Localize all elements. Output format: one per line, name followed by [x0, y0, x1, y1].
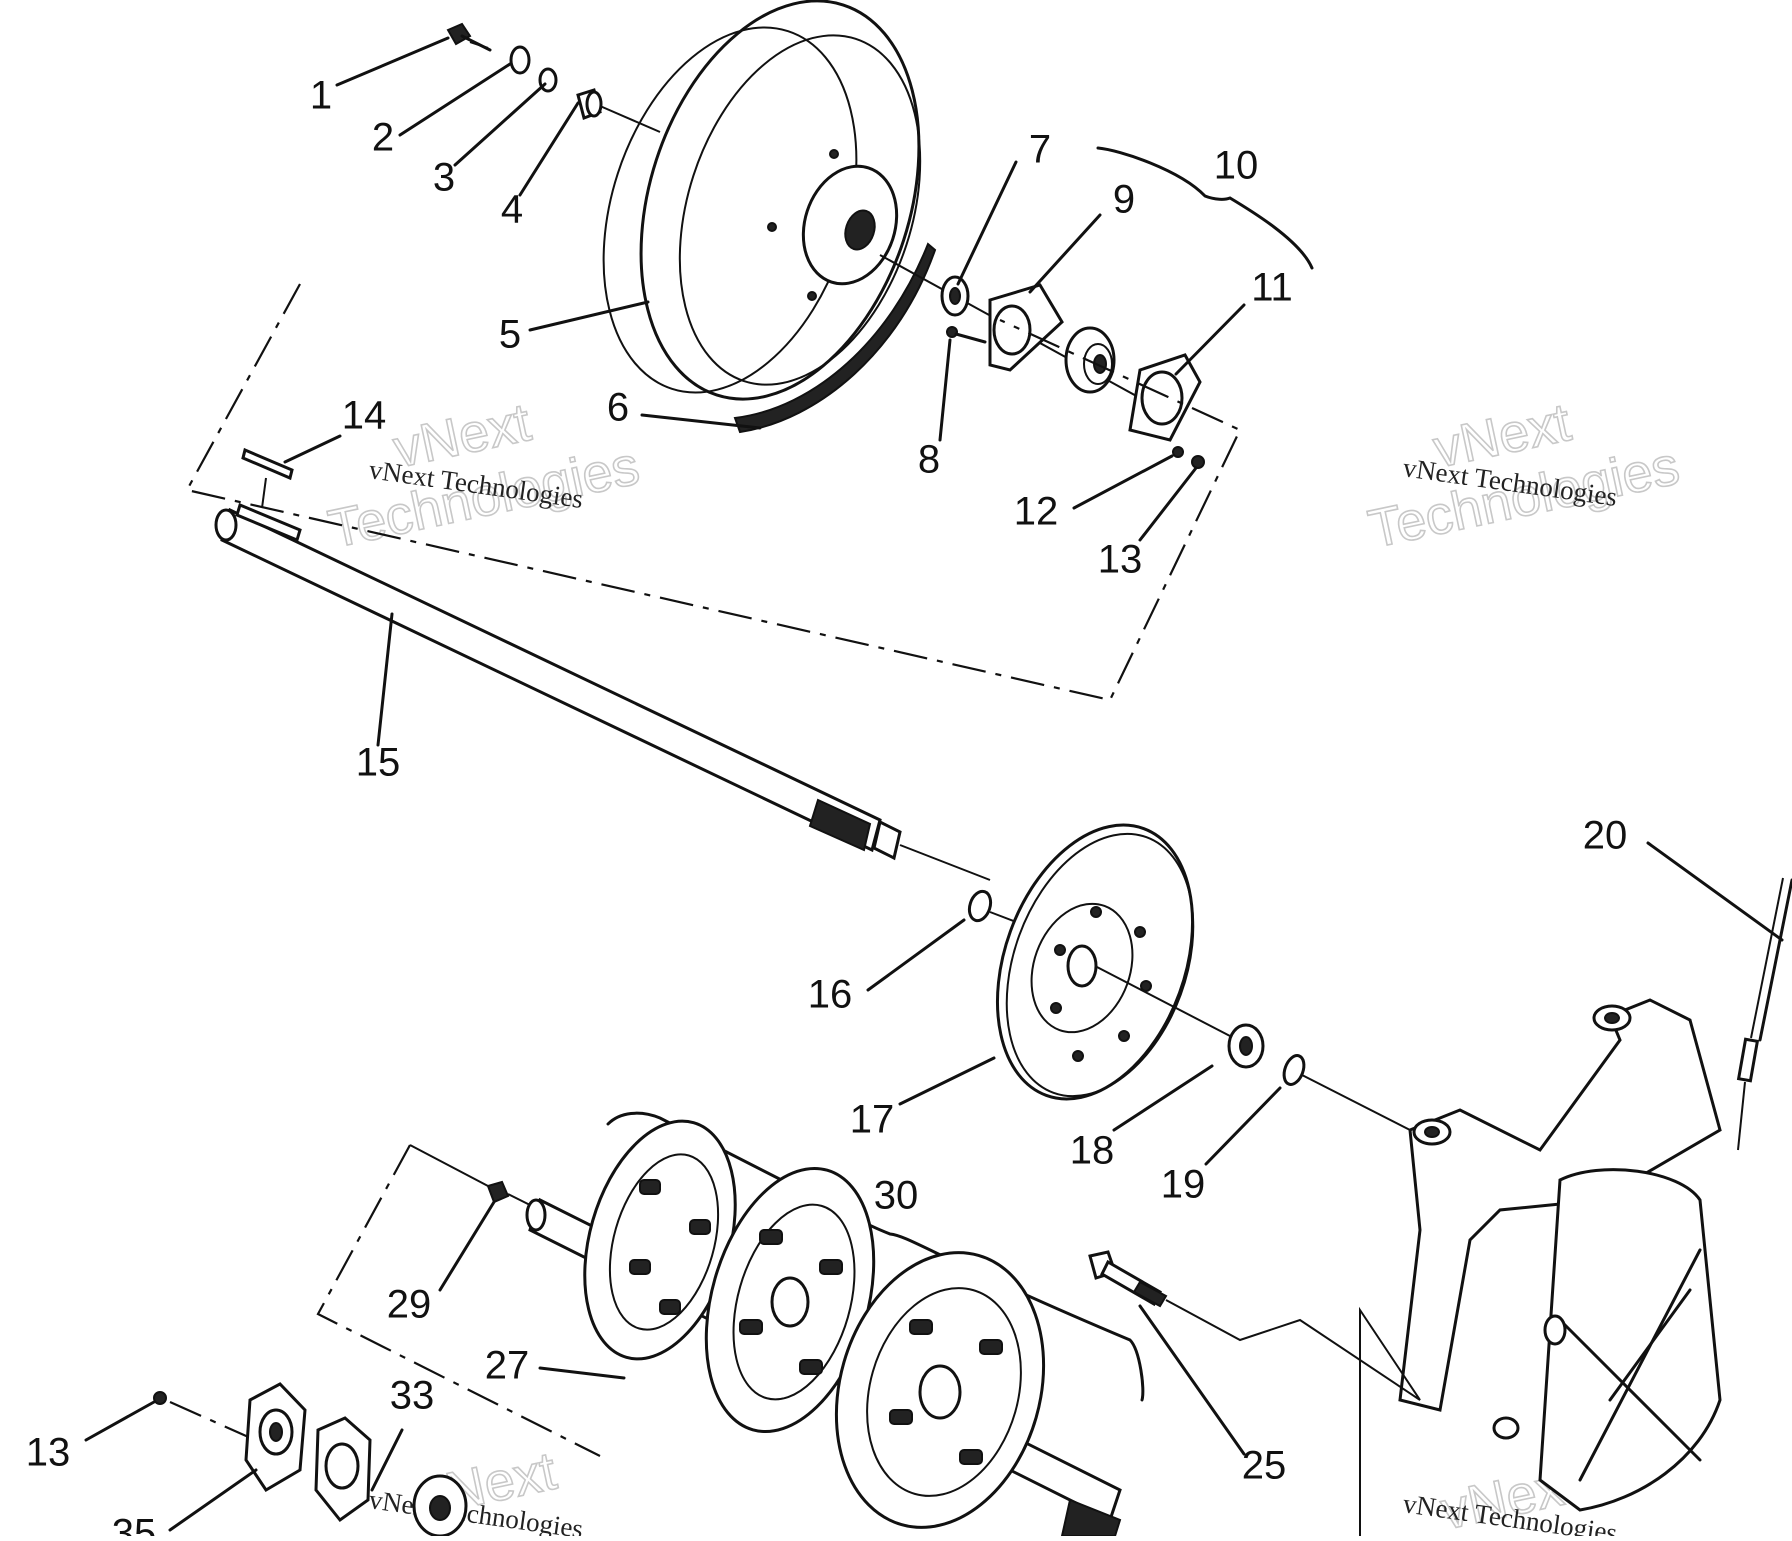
callout-2: 2 [372, 116, 394, 160]
snap-ring-19-part [1282, 1054, 1306, 1086]
bearing-lower-part [412, 1474, 468, 1538]
callout-15: 15 [356, 741, 401, 785]
nut-part [1191, 455, 1205, 469]
callout-12: 12 [1014, 490, 1059, 534]
callout-5: 5 [499, 313, 521, 357]
callout-16: 16 [808, 973, 853, 1017]
stud-part [946, 326, 987, 344]
bolt-part [446, 22, 492, 52]
callout-3: 3 [433, 156, 455, 200]
nut-13b-part [153, 1391, 167, 1405]
callout-27: 27 [485, 1344, 530, 1388]
flange-35-part [244, 1382, 307, 1493]
group-outline-lower [316, 1144, 601, 1457]
callout-25: 25 [1242, 1444, 1287, 1488]
cable-part [1736, 877, 1792, 1151]
bolt-25-part [1088, 1250, 1168, 1308]
washer-part [509, 45, 531, 75]
callout-29: 29 [387, 1283, 432, 1327]
callout-7: 7 [1029, 128, 1051, 172]
callout-8: 8 [918, 438, 940, 482]
bolt-25-leader-path [1165, 1299, 1421, 1536]
callout-33: 33 [390, 1374, 435, 1418]
small-nut-part [1172, 446, 1184, 458]
sprocket-part-center [704, 1166, 876, 1434]
callout-10: 10 [1214, 144, 1259, 188]
callout-14: 14 [342, 394, 387, 438]
callout-13: 13 [1098, 538, 1143, 582]
pulley-part [602, 0, 922, 401]
snap-ring-part [967, 889, 993, 923]
group-bracket-10 [1096, 146, 1314, 270]
spacer-part [576, 88, 603, 120]
flange-33-part [314, 1416, 372, 1523]
callout-11: 11 [1251, 266, 1293, 310]
callout-9: 9 [1113, 178, 1135, 222]
callout-1: 1 [310, 74, 332, 118]
group-bracket-30 [606, 1111, 1145, 1402]
chaincase-housing-part [1398, 998, 1722, 1512]
callout-13-lower: 13 [26, 1431, 71, 1475]
shaft-part [214, 507, 991, 881]
key-part [235, 447, 302, 543]
callout-20: 20 [1583, 814, 1628, 858]
callout-6: 6 [607, 386, 629, 430]
group-outline-upper [185, 283, 1242, 702]
sprocket-part-right [834, 1251, 1046, 1529]
leader-lines [84, 36, 1784, 1532]
callout-4: 4 [501, 188, 523, 232]
chain-part [733, 242, 937, 434]
callout-19: 19 [1161, 1163, 1206, 1207]
callout-17: 17 [850, 1098, 895, 1142]
driven-disc-part [995, 823, 1195, 1101]
bearing-part [1064, 326, 1116, 394]
callout-18: 18 [1070, 1129, 1115, 1173]
callout-35: 35 [112, 1512, 157, 1536]
watermark-right: vNext Technologies [1363, 391, 1685, 560]
callout-30: 30 [874, 1174, 919, 1218]
